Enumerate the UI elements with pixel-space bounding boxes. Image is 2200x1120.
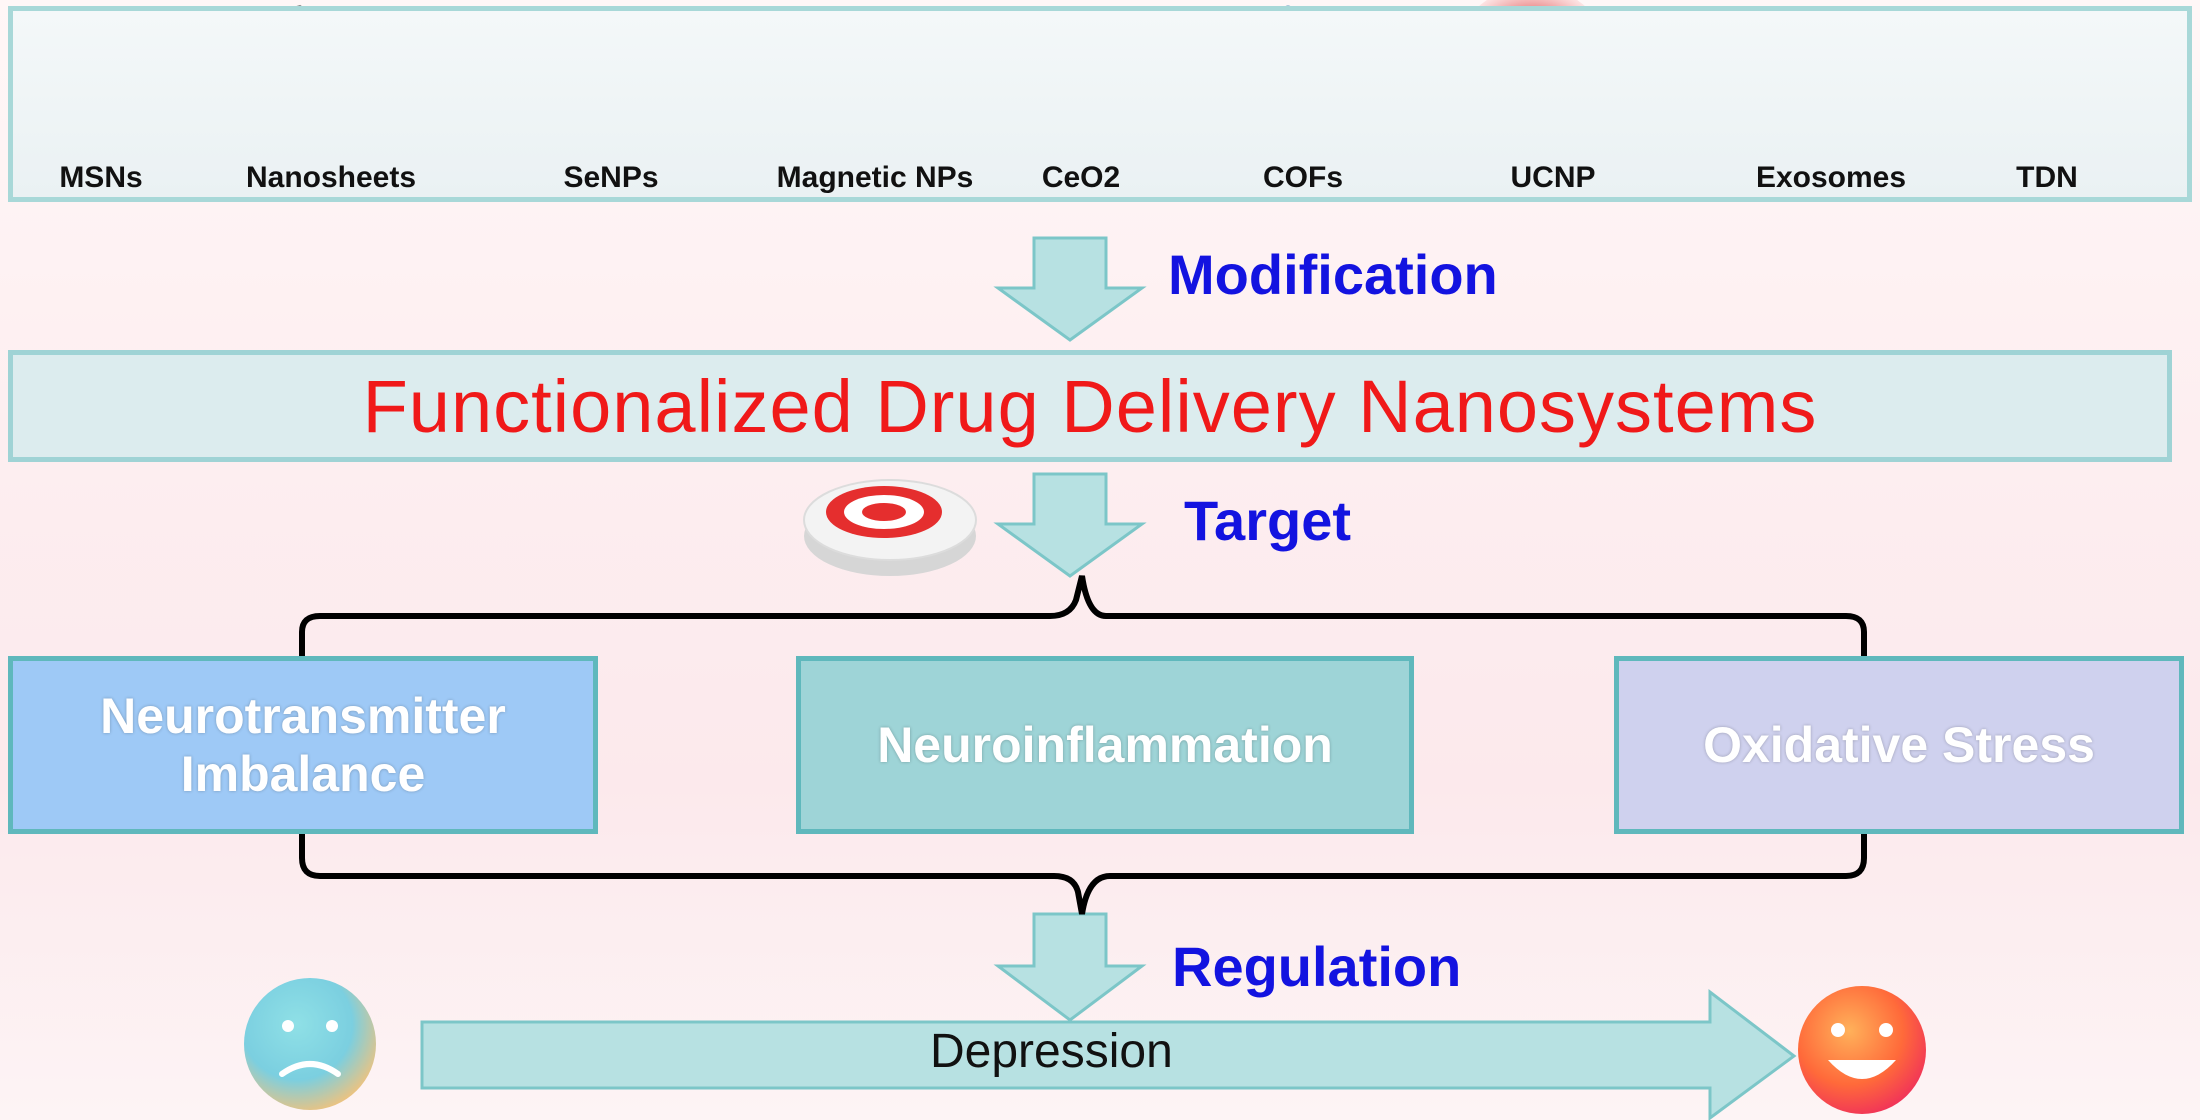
bottom-bracket	[299, 834, 1867, 915]
material-label-exosomes: Exosomes	[1755, 161, 1907, 194]
material-label-magnetic-nps: Magnetic NPs	[776, 161, 974, 194]
material-label-tdn: TDN	[2016, 161, 2078, 194]
material-label-nanosheets: Nanosheets	[245, 161, 417, 194]
neuroinflammation-box: Neuroinflammation	[796, 656, 1414, 834]
target-label: Target	[1184, 489, 1351, 552]
target-dartboard-icon	[803, 479, 977, 576]
regulation-arrow	[993, 912, 1147, 1022]
target-arrow	[993, 472, 1147, 578]
neuroinflammation-label: Neuroinflammation	[877, 717, 1333, 773]
sad-face-icon	[244, 978, 376, 1110]
material-label-ceo2: CeO2	[1041, 161, 1121, 194]
depression-label: Depression	[930, 1025, 1173, 1078]
neurotransmitter-imbalance-label: Neurotransmitter Imbalance	[100, 688, 506, 802]
modification-arrow	[993, 236, 1147, 342]
depression-arrow	[420, 988, 1797, 1120]
top-bracket	[299, 575, 1867, 656]
oxidative-stress-label: Oxidative Stress	[1703, 717, 2095, 773]
material-label-cofs: COFs	[1262, 161, 1344, 194]
nanomaterials-panel: MSNs Nanosheets SeNPs Magnetic NPs CeO2 …	[8, 6, 2192, 202]
title-box: Functionalized Drug Delivery Nanosystems	[8, 350, 2172, 462]
material-label-msns: MSNs	[59, 161, 143, 194]
happy-face-icon	[1798, 986, 1926, 1114]
regulation-label: Regulation	[1172, 935, 1462, 998]
modification-label: Modification	[1168, 243, 1498, 306]
neurotransmitter-imbalance-box: Neurotransmitter Imbalance	[8, 656, 598, 834]
material-label-senps: SeNPs	[563, 161, 659, 194]
oxidative-stress-box: Oxidative Stress	[1614, 656, 2184, 834]
diagram-title: Functionalized Drug Delivery Nanosystems	[362, 364, 1818, 448]
material-label-ucnp: UCNP	[1510, 161, 1596, 194]
